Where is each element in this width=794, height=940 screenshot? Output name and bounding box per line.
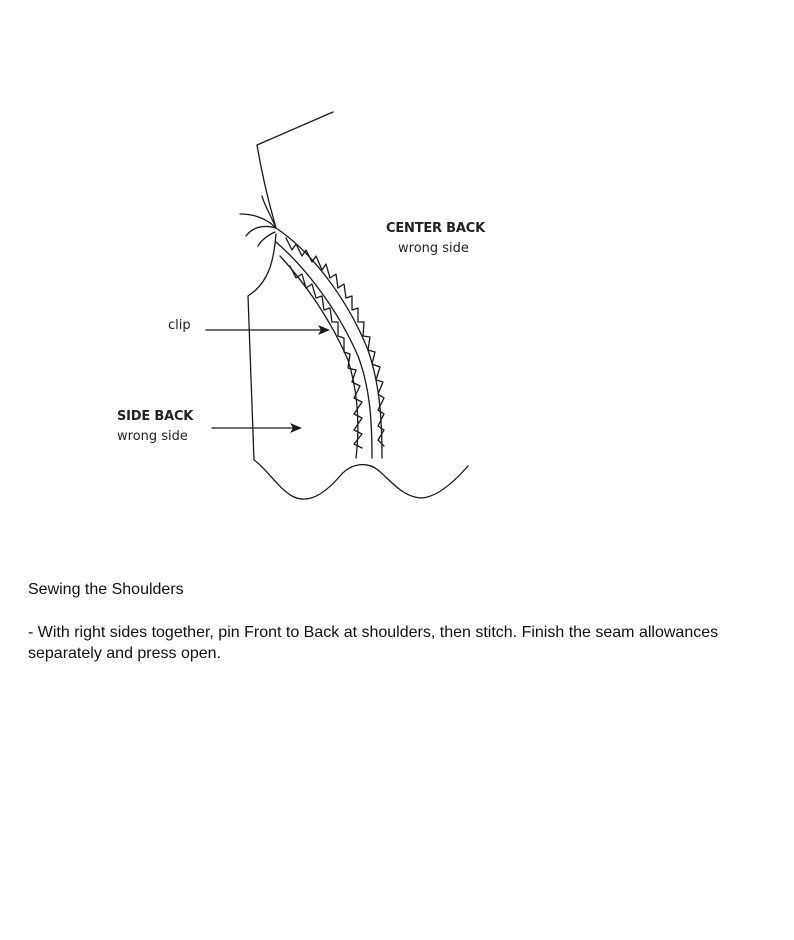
thread-curl-2 (261, 195, 277, 229)
center-back-label: CENTER BACK wrong side (386, 219, 485, 259)
side-back-arrowhead (290, 423, 302, 433)
thread-curl-4 (257, 231, 276, 247)
clip-arrowhead (318, 325, 330, 335)
instructions-section: Sewing the Shoulders - With right sides … (28, 579, 748, 664)
center-back-title: CENTER BACK (386, 221, 485, 236)
seam-illustration (205, 111, 469, 500)
clip-notches-inner (289, 265, 363, 449)
side-back-label: SIDE BACK wrong side (117, 407, 193, 447)
clip-text: clip (168, 318, 191, 333)
center-back-edge (256, 111, 334, 229)
clip-notches-outer (285, 237, 385, 447)
side-back-title: SIDE BACK (117, 409, 194, 424)
seam-line-middle (275, 241, 373, 459)
sewing-diagram: CENTER BACK wrong side clip SIDE BACK wr… (117, 111, 485, 500)
seam-line-outer (275, 227, 383, 459)
instruction-paragraph: - With right sides together, pin Front t… (28, 624, 719, 662)
section-heading: Sewing the Shoulders (28, 581, 184, 598)
thread-curl-3 (245, 225, 277, 237)
side-back-outline (247, 233, 469, 500)
side-back-subtitle: wrong side (117, 429, 188, 444)
center-back-subtitle: wrong side (398, 241, 469, 256)
thread-curl-1 (239, 213, 277, 229)
clip-label: clip (168, 316, 191, 336)
